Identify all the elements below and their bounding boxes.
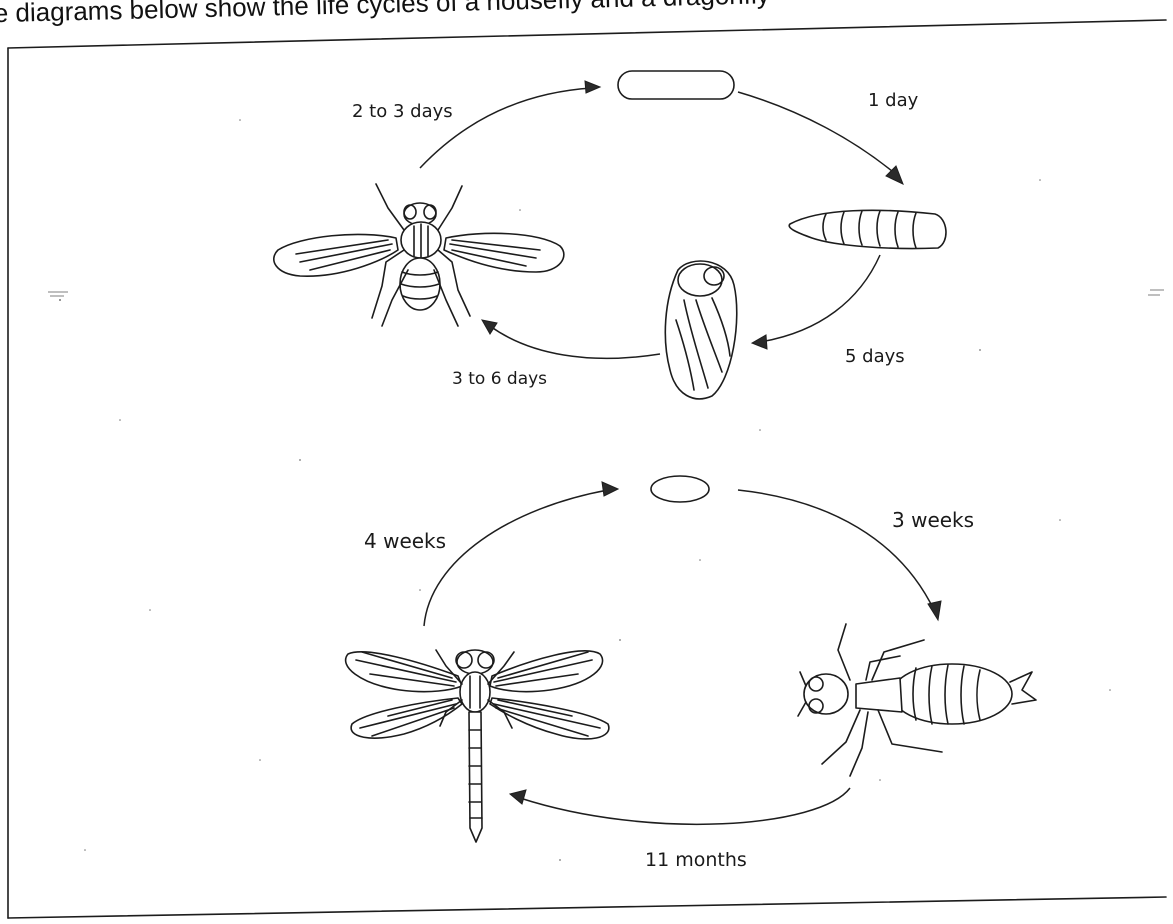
scan-marks	[48, 290, 1164, 296]
arrow-adult-to-egg	[424, 490, 608, 626]
page-header: e diagrams below show the life cycles of…	[0, 0, 770, 28]
duration-nymph-to-adult: 11 months	[645, 849, 747, 871]
dragonfly-cycle: 4 weeks 3 weeks 11 months	[346, 476, 1036, 871]
housefly-pupa-illustration	[665, 261, 736, 399]
arrow-larva-to-pupa	[760, 255, 880, 342]
arrowhead	[510, 790, 526, 804]
arrowhead	[752, 335, 767, 349]
housefly-cycle: 2 to 3 days 1 day 5 days 3 to 6 days	[274, 71, 946, 399]
arrow-nymph-to-adult	[520, 788, 850, 824]
housefly-larva-illustration	[789, 210, 946, 248]
duration-larva-to-pupa: 5 days	[845, 346, 905, 367]
arrowhead	[482, 320, 497, 334]
duration-adult-to-egg: 4 weeks	[364, 529, 446, 553]
housefly-adult-illustration	[274, 184, 564, 326]
arrowhead	[602, 482, 618, 496]
arrow-pupa-to-adult	[490, 326, 660, 358]
dragonfly-nymph-illustration	[798, 624, 1036, 776]
duration-egg-to-nymph: 3 weeks	[892, 508, 974, 532]
arrowhead	[928, 601, 941, 620]
housefly-egg-illustration	[618, 71, 734, 99]
duration-pupa-to-adult: 3 to 6 days	[452, 369, 547, 389]
scan-speckles	[59, 119, 1111, 861]
diagram-frame	[8, 20, 1166, 918]
duration-adult-to-egg: 2 to 3 days	[352, 101, 453, 122]
dragonfly-adult-illustration	[346, 650, 609, 842]
arrowhead	[585, 81, 600, 93]
arrow-adult-to-egg	[420, 88, 592, 168]
duration-egg-to-larva: 1 day	[868, 90, 919, 111]
dragonfly-egg-illustration	[651, 476, 709, 502]
